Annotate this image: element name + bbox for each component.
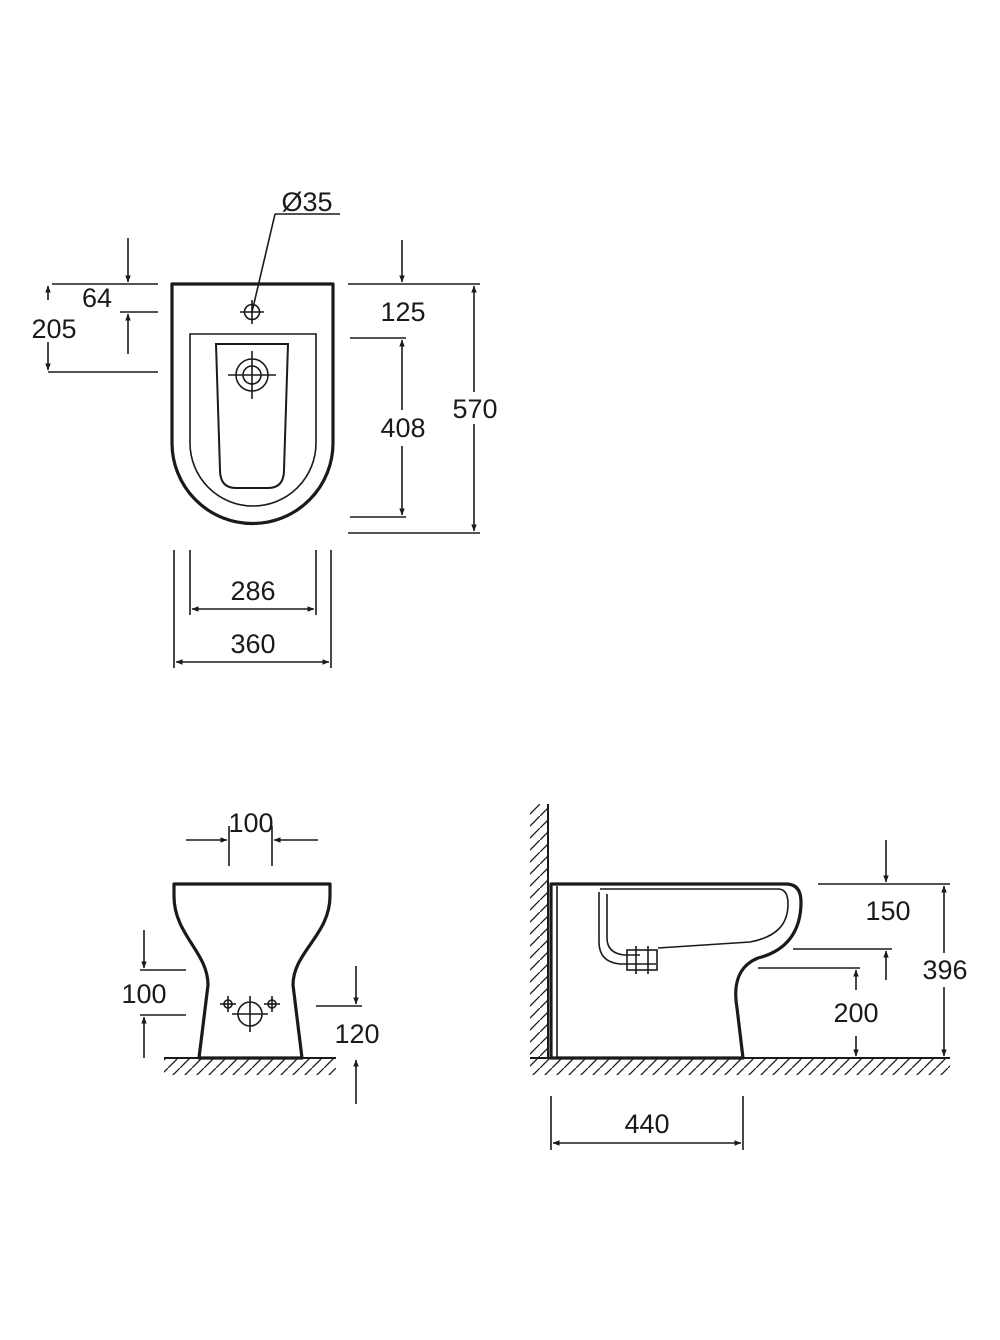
dim-440: 440 [624,1109,669,1139]
dim-570: 570 [452,394,497,424]
trap-side [598,892,656,965]
dim-360: 360 [230,629,275,659]
dim-205: 205 [31,314,76,344]
wall-hatch [530,804,547,1058]
fixing-bolt-icon [220,996,236,1012]
dim-408: 408 [380,413,425,443]
floor-hatch-front [164,1059,336,1075]
trap-outlet-icon [626,946,658,974]
dim-hole-diameter: Ø35 [281,187,332,217]
bowl-outline-side [549,882,803,1060]
top-view: Ø35 64 205 125 408 570 286 360 [31,187,498,668]
dim-100-top: 100 [228,808,273,838]
dim-396: 396 [922,955,967,985]
dim-125: 125 [380,297,425,327]
bowl-outline-front [172,882,332,1060]
outlet-icon [232,996,268,1032]
side-view: 150 200 396 440 [530,804,968,1150]
front-view: 100 100 120 [121,808,380,1104]
floor-hatch-side [530,1059,950,1075]
dim-120: 120 [334,1019,379,1049]
dim-200: 200 [833,998,878,1028]
basin-top [214,343,290,489]
bowl-rim-top [189,333,317,507]
dim-150: 150 [865,896,910,926]
bowl-outline-top [170,282,335,526]
bowl-inner-side [600,888,789,949]
fixing-bolt-icon [264,996,280,1012]
dim-64: 64 [82,283,112,313]
drain-icon [228,351,276,399]
dim-100-side: 100 [121,979,166,1009]
dim-286: 286 [230,576,275,606]
